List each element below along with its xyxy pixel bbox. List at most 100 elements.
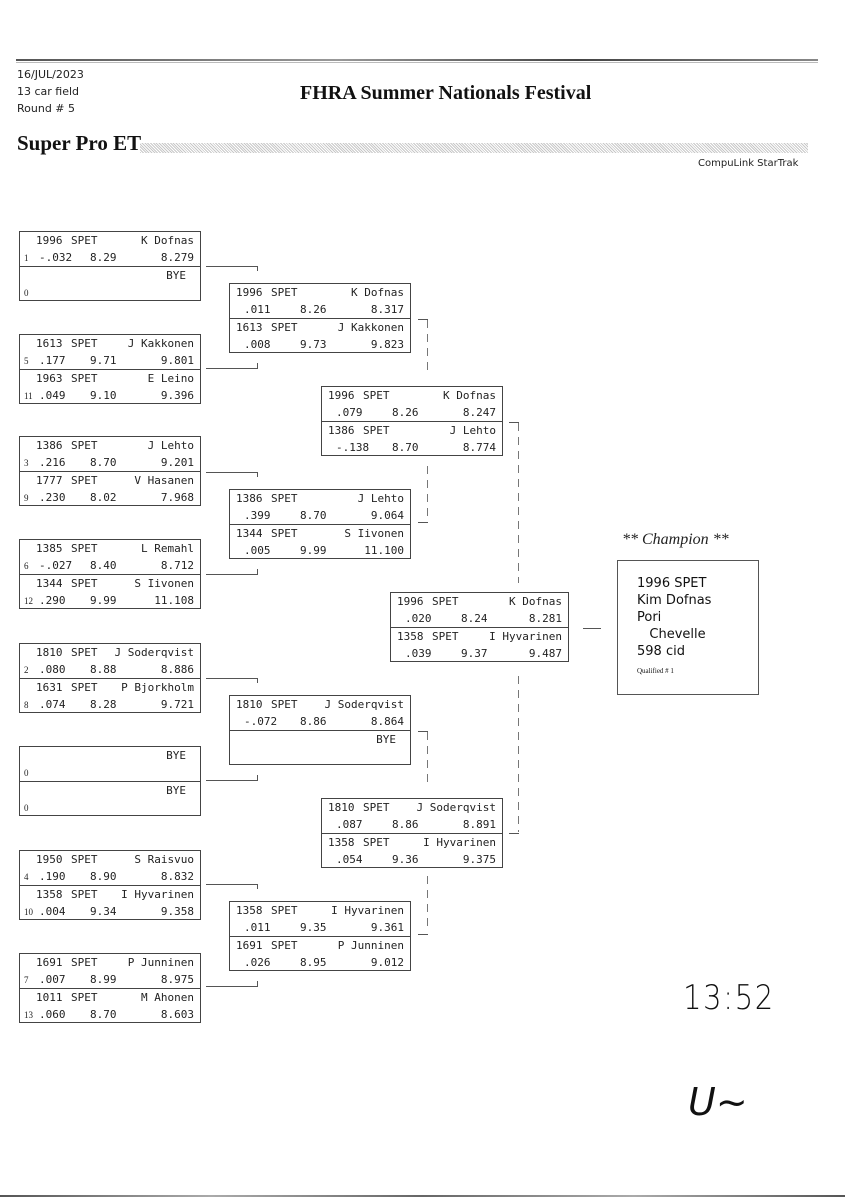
- connector-line: [418, 731, 428, 732]
- entry-slot[interactable]: BYE: [230, 730, 410, 764]
- connector-line: [206, 884, 258, 885]
- seed-number: 0: [24, 803, 29, 813]
- connector-tick: [257, 981, 258, 986]
- class-code: SPET: [432, 595, 459, 608]
- elapsed-time: 8.864: [370, 715, 404, 728]
- dial-in: 8.24: [461, 612, 488, 625]
- champion-box: 1996 SPET Kim Dofnas Pori Chevelle 598 c…: [617, 560, 759, 695]
- connector-tick: [257, 678, 258, 683]
- driver-name: P Bjorkholm: [121, 681, 194, 694]
- entry-line-2: 0: [20, 799, 200, 816]
- seed-number: 0: [24, 768, 29, 778]
- dial-in: 9.99: [300, 544, 327, 557]
- seed-number: 10: [24, 907, 33, 917]
- class-code: SPET: [71, 372, 98, 385]
- car-number: 1810: [36, 646, 63, 659]
- top-rule-secondary: [16, 62, 818, 63]
- reaction-time: .079: [336, 406, 363, 419]
- elapsed-time: 9.721: [160, 698, 194, 711]
- elapsed-time: 9.801: [160, 354, 194, 367]
- driver-name: S Iivonen: [134, 577, 194, 590]
- dial-in: 8.26: [392, 406, 419, 419]
- connector-line: [206, 368, 258, 369]
- driver-name: L Remahl: [141, 542, 194, 555]
- driver-name: K Dofnas: [351, 286, 404, 299]
- reaction-time: -.032: [39, 251, 73, 264]
- dial-in: 9.10: [90, 389, 117, 402]
- seed-number: 1: [24, 253, 29, 263]
- bye-label: BYE: [166, 269, 186, 282]
- dial-in: 9.37: [461, 647, 488, 660]
- car-number: 1358: [236, 904, 263, 917]
- brand-label: CompuLink StarTrak: [698, 158, 799, 169]
- seed-number: 5: [24, 356, 29, 366]
- connector-line: [206, 780, 258, 781]
- connector-tick: [257, 363, 258, 368]
- driver-name: S Raisvuo: [134, 853, 194, 866]
- connector-tick: [257, 775, 258, 780]
- field-size: 13 car field: [17, 85, 80, 98]
- elapsed-time: 8.317: [370, 303, 404, 316]
- car-number: 1386: [36, 439, 63, 452]
- seed-number: 9: [24, 493, 29, 503]
- car-number: 1996: [328, 389, 355, 402]
- class-code: SPET: [363, 836, 390, 849]
- elapsed-time: 8.975: [160, 973, 194, 986]
- reaction-time: .049: [39, 389, 66, 402]
- entry-line-1: BYE: [20, 267, 200, 284]
- class-code: SPET: [71, 577, 98, 590]
- champion-vehicle: Chevelle: [637, 627, 706, 642]
- elapsed-time: 8.891: [462, 818, 496, 831]
- reaction-time: .011: [244, 921, 271, 934]
- champion-city: Pori: [637, 610, 662, 625]
- dial-in: 8.02: [90, 491, 117, 504]
